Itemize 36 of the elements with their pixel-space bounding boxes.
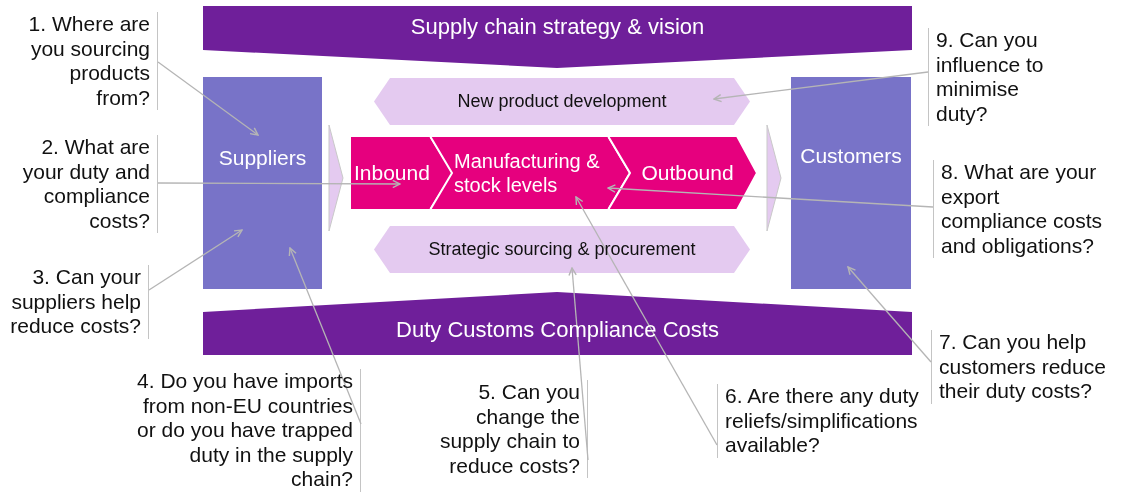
chevron-step bbox=[430, 136, 630, 210]
chevron-arrow bbox=[766, 124, 782, 232]
leader-line bbox=[847, 266, 932, 363]
question-text: 1. Where are you sourcing products from? bbox=[27, 12, 150, 110]
node-label: New product development bbox=[457, 90, 667, 113]
question-text: 4. Do you have imports from non-EU countries or do you have trapped duty in the supply chain? bbox=[136, 369, 353, 492]
leader-line bbox=[568, 267, 589, 461]
banner-shape bbox=[203, 6, 912, 68]
node-label: Supply chain strategy & vision bbox=[410, 14, 705, 41]
hexagon-band bbox=[374, 226, 750, 273]
leader-line bbox=[713, 71, 929, 103]
leader-line bbox=[607, 184, 934, 208]
question-text: 5. Can you change the supply chain to reduce costs? bbox=[438, 380, 580, 478]
node-label: Outbound bbox=[641, 160, 734, 186]
node-label: Manufacturing & stock levels bbox=[454, 149, 601, 197]
question-text: 7. Can you help customers reduce their duty costs? bbox=[939, 330, 1107, 404]
node-label: Strategic sourcing & procurement bbox=[428, 238, 696, 261]
process-box bbox=[791, 77, 911, 289]
question-text: 2. What are your duty and compliance costs? bbox=[21, 135, 150, 233]
leader-line bbox=[148, 229, 243, 291]
chevron-step bbox=[608, 136, 757, 210]
question-text: 9. Can you influence to minimise duty? bbox=[936, 28, 1045, 126]
leader-line bbox=[157, 61, 259, 136]
node-label: Customers bbox=[800, 143, 902, 169]
question-text: 3. Can your suppliers help reduce costs? bbox=[9, 265, 141, 339]
chevron-arrow bbox=[328, 124, 344, 232]
leader-line bbox=[575, 196, 718, 446]
process-box bbox=[203, 77, 322, 289]
leader-line bbox=[157, 179, 401, 189]
hexagon-band bbox=[374, 78, 750, 125]
node-label: Inbound bbox=[354, 160, 430, 186]
question-text: 6. Are there any duty reliefs/simplifications available? bbox=[725, 384, 920, 458]
banner-shape bbox=[203, 292, 912, 355]
question-text: 8. What are your export compliance costs and obligations? bbox=[941, 160, 1104, 258]
node-label: Suppliers bbox=[218, 145, 307, 171]
leader-line bbox=[288, 247, 362, 425]
